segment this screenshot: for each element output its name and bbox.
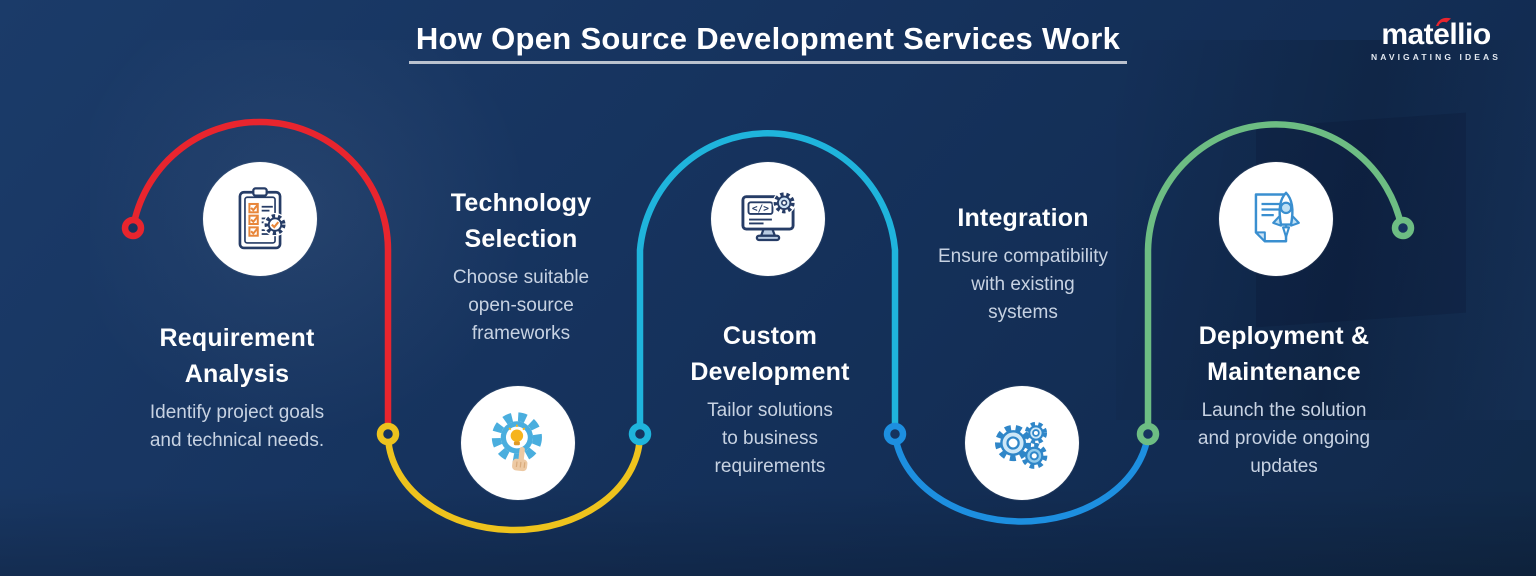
step4-icon-circle [965, 386, 1079, 500]
title-line: Custom [722, 322, 818, 350]
step-description: Choose suitable open-source frameworks [361, 264, 681, 348]
page-title: How Open Source Development Services Wor… [415, 21, 1121, 56]
clipboard-checklist-icon [238, 187, 287, 250]
step5-icon-circle [1219, 162, 1333, 276]
path-junction-ring-3 [883, 422, 907, 446]
desc-line: Ensure compatibility [937, 246, 1109, 267]
matellio-logo: matellio NAVIGATING IDEAS [1368, 17, 1504, 62]
path-start-ring [121, 216, 145, 240]
step-technology-selection: Technology Selection Choose suitable ope… [361, 185, 681, 348]
logo-wordmark: matellio [1381, 17, 1491, 51]
desc-line: updates [1250, 456, 1318, 477]
step-title: Custom Development [610, 318, 930, 390]
desc-line: to business [721, 428, 819, 449]
desc-line: and technical needs. [149, 430, 325, 451]
desc-line: frameworks [471, 323, 571, 344]
step1-icon-circle [203, 162, 317, 276]
title-line: Technology [450, 189, 592, 217]
monitor-code-icon: </> [741, 191, 796, 242]
logo-text: matellio [1381, 18, 1491, 51]
step-deployment-maintenance: Deployment & Maintenance Launch the solu… [1124, 318, 1444, 481]
step-custom-development: Custom Development Tailor solutions to b… [610, 318, 930, 481]
step-integration: Integration Ensure compatibility with ex… [863, 200, 1183, 327]
desc-line: and provide ongoing [1197, 428, 1371, 449]
desc-line: requirements [714, 456, 826, 477]
connector-segment-1 [129, 118, 392, 438]
logo-accent-tick-icon [1436, 17, 1452, 26]
path-junction-ring-4 [1136, 422, 1160, 446]
step-description: Launch the solution and provide ongoing … [1124, 397, 1444, 481]
desc-line: Tailor solutions [707, 400, 833, 421]
title-line: Deployment & [1198, 322, 1370, 350]
desc-line: Launch the solution [1201, 400, 1367, 421]
gear-lightbulb-icon [491, 412, 542, 472]
title-line: Integration [957, 204, 1089, 232]
title-line: Maintenance [1207, 358, 1361, 386]
title-line: Requirement [159, 324, 315, 352]
step-title: Integration [863, 200, 1183, 236]
desc-line: systems [988, 302, 1058, 323]
desc-line: with existing [971, 274, 1075, 295]
step-title: Deployment & Maintenance [1124, 318, 1444, 390]
title-line: Selection [464, 225, 578, 253]
step-title: Requirement Analysis [77, 320, 397, 392]
path-junction-ring-1 [376, 422, 400, 446]
title-underline [409, 61, 1127, 64]
desc-line: open-source [468, 295, 574, 316]
title-line: Analysis [184, 360, 290, 388]
step3-icon-circle: </> [711, 162, 825, 276]
step2-icon-circle [461, 386, 575, 500]
desc-line: Choose suitable [452, 267, 590, 288]
gears-icon [994, 421, 1048, 469]
step-description: Ensure compatibility with existing syste… [863, 243, 1183, 327]
step-requirement-analysis: Requirement Analysis Identify project go… [77, 320, 397, 455]
desc-line: Identify project goals [149, 402, 325, 423]
connector-segment-4 [891, 430, 1152, 525]
svg-text:</>: </> [752, 203, 769, 214]
step-description: Identify project goals and technical nee… [77, 399, 397, 455]
connector-segment-5 [1144, 121, 1406, 438]
step-description: Tailor solutions to business requirement… [610, 397, 930, 481]
path-end-ring [1391, 216, 1415, 240]
document-rocket-icon [1254, 191, 1300, 243]
connector-segment-3 [636, 130, 899, 438]
path-junction-ring-2 [628, 422, 652, 446]
connector-segment-2 [384, 430, 644, 534]
logo-tagline: NAVIGATING IDEAS [1370, 52, 1502, 62]
step-title: Technology Selection [361, 185, 681, 257]
title-line: Development [690, 358, 850, 386]
